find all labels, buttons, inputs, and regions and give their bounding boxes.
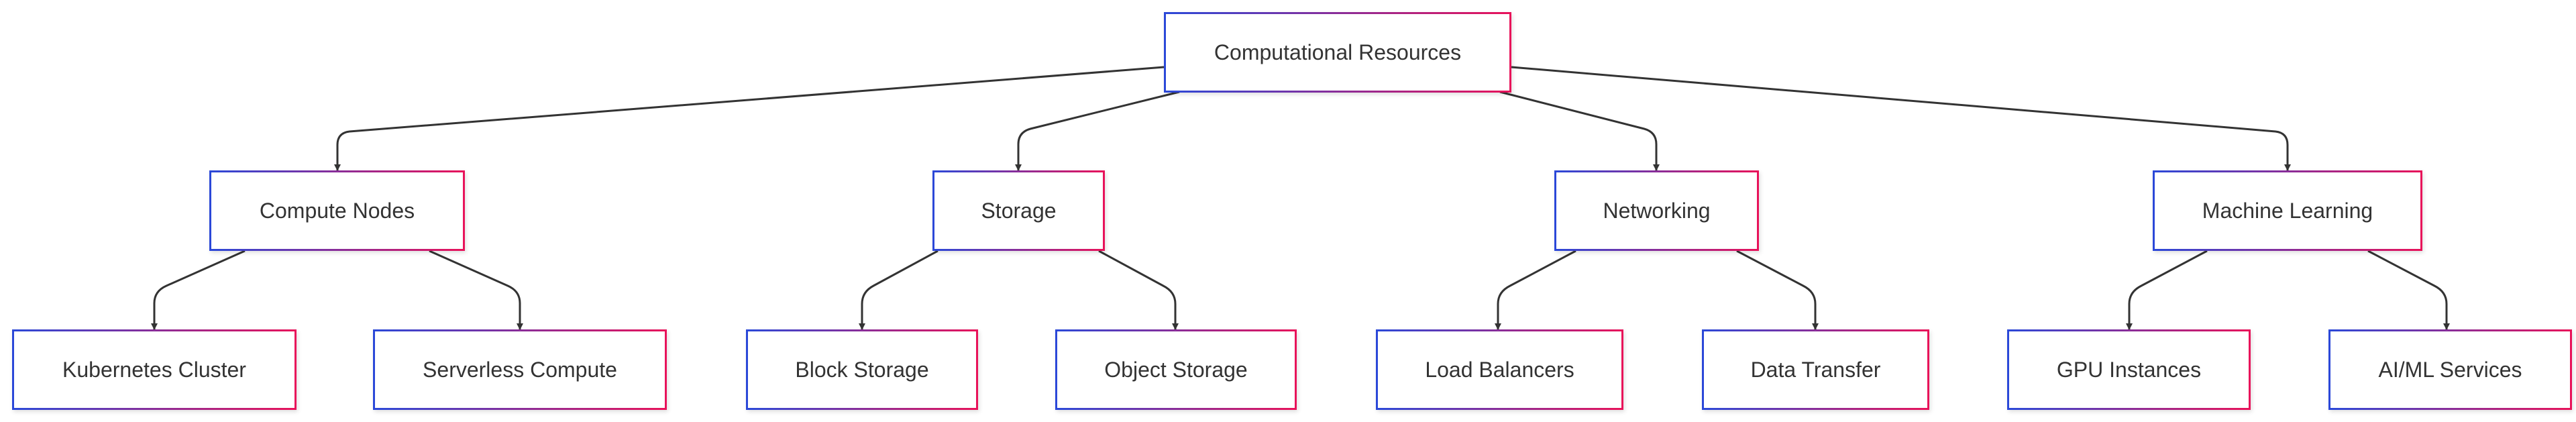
node-label: Block Storage	[795, 357, 929, 382]
node-storage: Storage	[932, 170, 1105, 251]
node-kubernetes-cluster: Kubernetes Cluster	[12, 329, 297, 410]
node-label: Object Storage	[1104, 357, 1248, 382]
node-compute-nodes: Compute Nodes	[209, 170, 465, 251]
node-block-storage: Block Storage	[746, 329, 978, 410]
node-label: Networking	[1603, 198, 1711, 223]
node-label: Load Balancers	[1425, 357, 1574, 382]
edge-root-storage	[1015, 91, 1180, 171]
edge-root-networking	[1499, 91, 1660, 171]
node-networking: Networking	[1554, 170, 1759, 251]
edge-networking-data-transfer	[1736, 250, 1819, 330]
node-label: Serverless Compute	[423, 357, 617, 382]
node-object-storage: Object Storage	[1055, 329, 1297, 410]
node-machine-learning: Machine Learning	[2153, 170, 2422, 251]
node-label: Compute Nodes	[259, 198, 415, 223]
node-serverless-compute: Serverless Compute	[373, 329, 667, 410]
node-label: Computational Resources	[1214, 40, 1462, 64]
edge-ml-aiml	[2367, 250, 2450, 330]
node-label: Storage	[981, 198, 1057, 223]
edge-root-machine-learning	[1511, 66, 2291, 171]
edge-storage-object	[1098, 250, 1179, 330]
node-computational-resources: Computational Resources	[1164, 12, 1511, 93]
node-ai-ml-services: AI/ML Services	[2328, 329, 2572, 410]
edge-root-compute-nodes	[334, 66, 1165, 171]
node-label: AI/ML Services	[2378, 357, 2522, 382]
edge-ml-gpu	[2126, 250, 2208, 330]
node-label: Data Transfer	[1750, 357, 1881, 382]
node-gpu-instances: GPU Instances	[2007, 329, 2251, 410]
node-label: Machine Learning	[2202, 198, 2373, 223]
node-label: GPU Instances	[2056, 357, 2202, 382]
node-load-balancers: Load Balancers	[1376, 329, 1623, 410]
edge-networking-load-balancers	[1495, 250, 1576, 330]
node-label: Kubernetes Cluster	[62, 357, 246, 382]
edge-compute-nodes-kubernetes	[151, 250, 246, 330]
edge-compute-nodes-serverless	[429, 250, 523, 330]
edge-storage-block	[859, 250, 938, 330]
node-data-transfer: Data Transfer	[1702, 329, 1929, 410]
